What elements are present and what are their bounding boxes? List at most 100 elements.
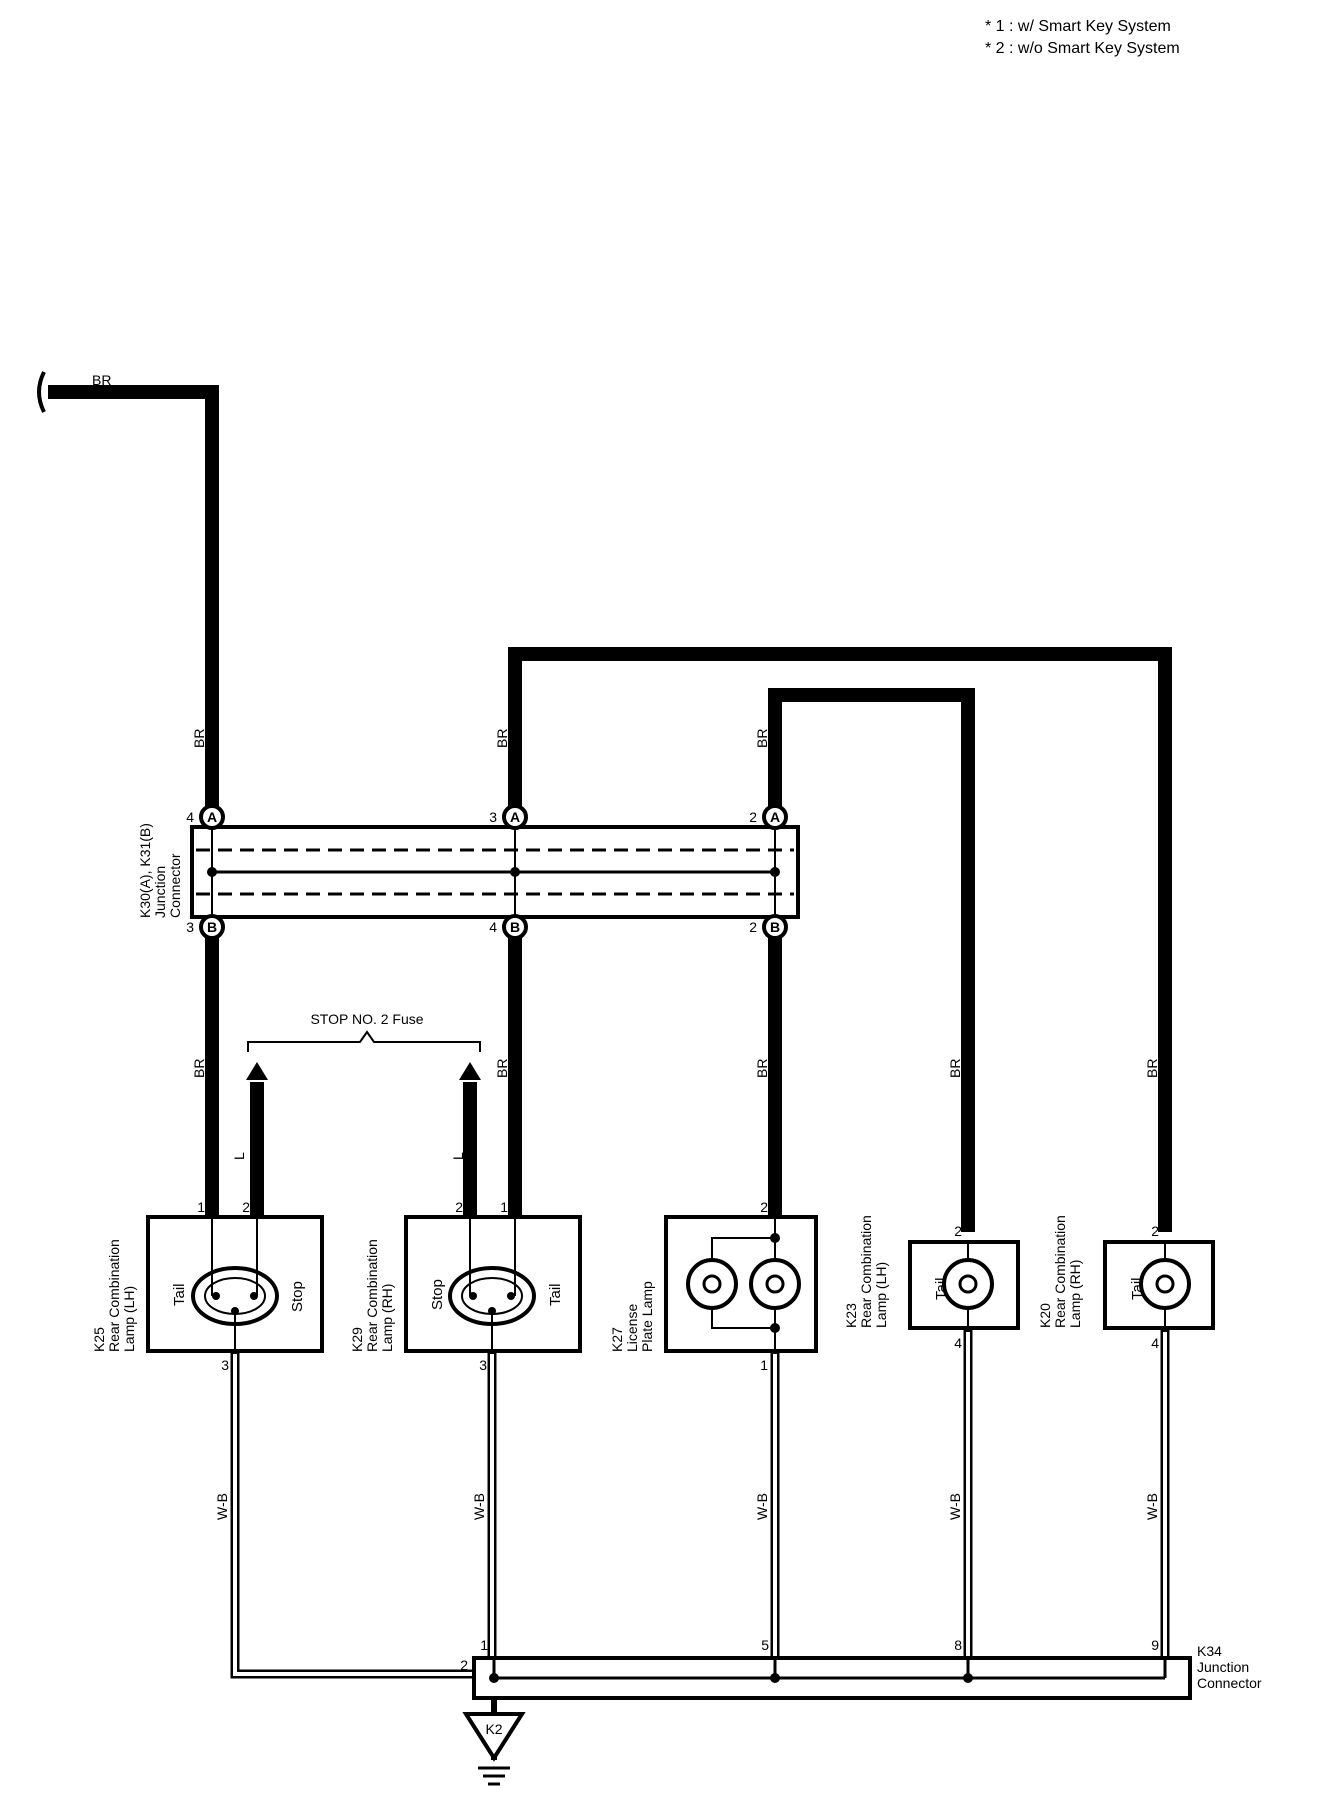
- label-line: Junction: [1197, 1659, 1249, 1675]
- pin-number: 8: [954, 1637, 962, 1653]
- bulb-label-tail: Tail: [171, 1283, 188, 1306]
- wb-wire-k25: [230, 1352, 496, 1679]
- pin-number: 4: [1151, 1335, 1159, 1351]
- pin-number: 2: [1151, 1223, 1159, 1239]
- k23-label: K23 Rear Combination Lamp (LH): [843, 1215, 889, 1328]
- label-line: K27: [609, 1327, 625, 1352]
- junction-connector-k30-k31: A A A 4 3 2 B B B 3 4 2 K30(A), K31(B) J…: [137, 804, 800, 940]
- pin-number: 2: [455, 1199, 463, 1215]
- k29-label: K29 Rear Combination Lamp (RH): [349, 1239, 395, 1352]
- label-line: K34: [1197, 1643, 1222, 1659]
- k27-license-plate-lamp: 2 1 K27 License Plate Lamp: [609, 1199, 818, 1373]
- pin-number: 5: [761, 1637, 769, 1653]
- junction-connector-k34: 2 1 5 8 9 K34 Junction Connector: [460, 1637, 1262, 1700]
- wire-label-br: BR: [754, 729, 770, 748]
- pin-number: 4: [489, 919, 497, 935]
- pin-number: 1: [500, 1199, 508, 1215]
- wire-label-l: L: [231, 1152, 247, 1160]
- label-line: Rear Combination: [364, 1239, 380, 1352]
- k23-rear-combination-lamp-lh: Tail 2 4 K23 Rear Combination Lamp (LH): [843, 1215, 1020, 1351]
- ground-label: K2: [485, 1721, 502, 1737]
- pin-letter-b: B: [510, 919, 520, 935]
- wb-labels: W-B W-B W-B W-B W-B: [214, 1493, 1160, 1520]
- wire-label-br: BR: [494, 729, 510, 748]
- bulb-outer: [686, 1258, 738, 1310]
- junction-top-label: K30(A), K31(B) Junction Connector: [137, 823, 183, 918]
- pin-letter-b: B: [207, 919, 217, 935]
- pin-circle-b: [199, 914, 225, 940]
- pin-number: 4: [954, 1335, 962, 1351]
- label-line: Lamp (RH): [1067, 1260, 1083, 1328]
- pin-number: 9: [1151, 1637, 1159, 1653]
- bulb-label-tail: Tail: [933, 1277, 950, 1300]
- bulb-label-stop: Stop: [289, 1281, 306, 1312]
- k29-rear-combination-lamp-rh: Stop Tail 2 1 3 K29 Rear Combination Lam…: [349, 1199, 582, 1373]
- pin-circle-b: [502, 914, 528, 940]
- filament-dot: [469, 1292, 477, 1300]
- wire-label-br: BR: [191, 1059, 207, 1078]
- pin-number: 1: [197, 1199, 205, 1215]
- junction-dot: [770, 1673, 780, 1683]
- label-line: K20: [1037, 1303, 1053, 1328]
- k25-rear-combination-lamp-lh: Tail Stop 1 2 3 K25 Rear Combination Lam…: [91, 1199, 324, 1373]
- bulb-filament: [958, 1274, 978, 1294]
- pin-number: 2: [760, 1199, 768, 1215]
- pin-number: 3: [221, 1357, 229, 1373]
- pin-circle-b: [762, 914, 788, 940]
- wire-label-wb: W-B: [947, 1493, 963, 1520]
- label-line: License: [624, 1304, 640, 1352]
- pin-number: 1: [480, 1637, 488, 1653]
- pin-circle-a: [199, 804, 225, 830]
- bulb-filament: [1155, 1274, 1175, 1294]
- pin-number: 3: [479, 1357, 487, 1373]
- pin-letter-a: A: [510, 809, 520, 825]
- pin-number: 1: [760, 1357, 768, 1373]
- label-line: Rear Combination: [858, 1215, 874, 1328]
- junction-dot: [770, 867, 780, 877]
- pin-letter-a: A: [770, 809, 780, 825]
- pin-number: 3: [186, 919, 194, 935]
- wire-label-wb: W-B: [754, 1493, 770, 1520]
- filament-dot: [250, 1292, 258, 1300]
- label-line: Connector: [1197, 1675, 1262, 1691]
- label-line: Plate Lamp: [639, 1281, 655, 1352]
- k20-label: K20 Rear Combination Lamp (RH): [1037, 1215, 1083, 1328]
- filament-dot: [212, 1292, 220, 1300]
- bulb-filament: [702, 1274, 722, 1294]
- wire-label-l: L: [450, 1152, 466, 1160]
- wire-label-wb: W-B: [214, 1493, 230, 1520]
- bulb-outer: [942, 1258, 994, 1310]
- junction-dot: [207, 867, 217, 877]
- bulb-filament: [765, 1274, 785, 1294]
- pin-letter-b: B: [770, 919, 780, 935]
- pin-number: 4: [186, 809, 194, 825]
- pin-number: 2: [749, 919, 757, 935]
- ground-k2: K2: [462, 1698, 526, 1786]
- label-line: K23: [843, 1303, 859, 1328]
- label-line: Lamp (RH): [379, 1284, 395, 1352]
- label-line: K30(A), K31(B): [137, 823, 153, 918]
- wire-label-br: BR: [92, 372, 111, 388]
- label-line: Junction: [152, 866, 168, 918]
- label-line: Rear Combination: [106, 1239, 122, 1352]
- br-wire-input: [48, 385, 219, 807]
- ground-triangle: [462, 1712, 526, 1762]
- k20-rear-combination-lamp-rh: Tail 2 4 K20 Rear Combination Lamp (RH): [1037, 1215, 1215, 1351]
- bulb-label-tail: Tail: [547, 1283, 564, 1306]
- arrow-k25: [246, 1062, 268, 1080]
- pin-circle-a: [502, 804, 528, 830]
- fuse-label: STOP NO. 2 Fuse: [310, 1011, 423, 1027]
- label-line: Lamp (LH): [873, 1262, 889, 1328]
- junction-dot: [770, 1233, 780, 1243]
- label-line: Connector: [167, 853, 183, 918]
- pin-number: 2: [242, 1199, 250, 1215]
- arrow-k29: [459, 1062, 481, 1080]
- br-wires: [48, 385, 1172, 1232]
- wire-break-mark: [37, 371, 46, 413]
- junction-dot: [510, 867, 520, 877]
- wb-wires: [230, 1330, 1170, 1679]
- notes: * 1 : w/ Smart Key System * 2 : w/o Smar…: [985, 18, 1180, 57]
- note-2: * 2 : w/o Smart Key System: [985, 40, 1180, 57]
- bulb-label-tail: Tail: [1129, 1277, 1146, 1300]
